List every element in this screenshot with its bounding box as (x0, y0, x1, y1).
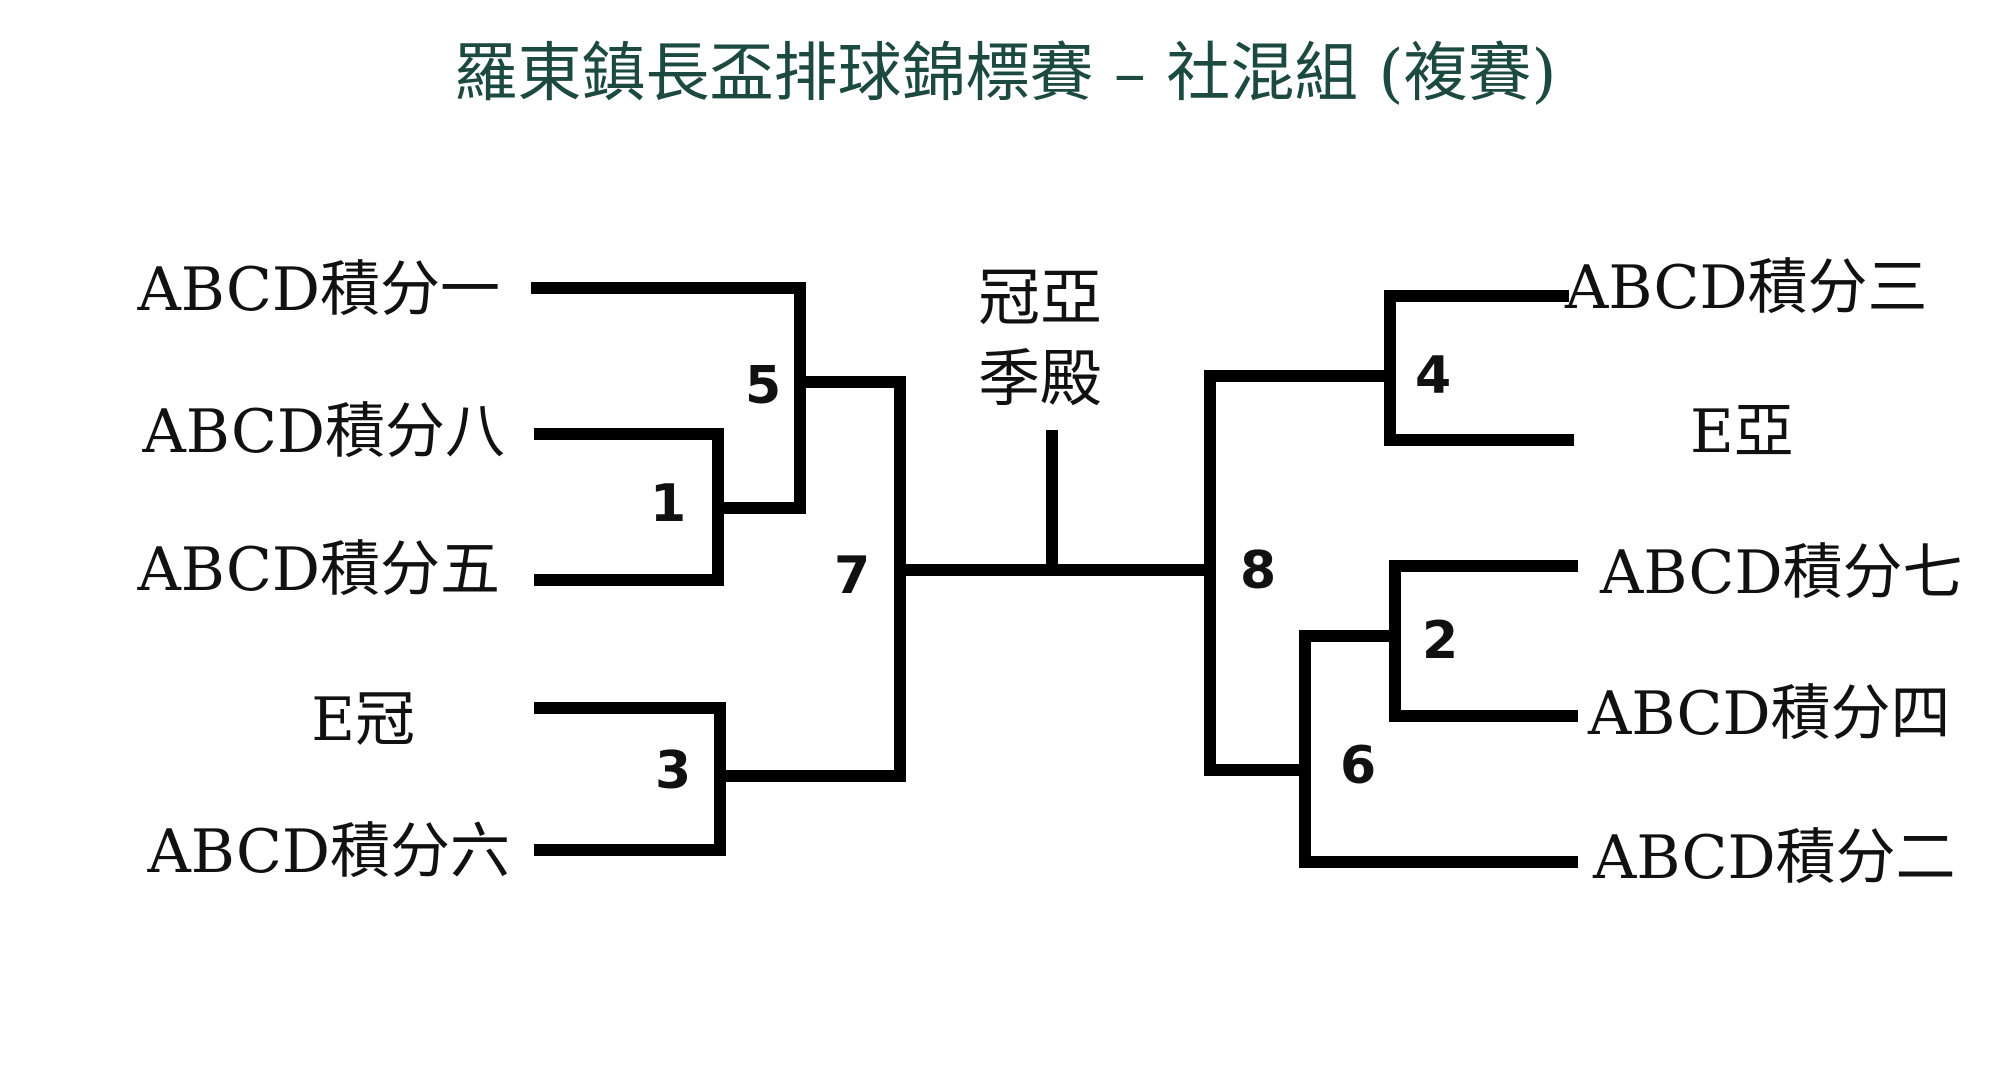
bracket-line-match-4 (1384, 290, 1574, 446)
team-label: ABCD積分二 (1593, 823, 1956, 893)
team-label: ABCD積分三 (1565, 253, 1928, 323)
team-label: ABCD積分一 (137, 255, 500, 325)
match-number-1: 1 (650, 474, 687, 534)
match-number-6: 6 (1340, 736, 1377, 796)
match-number-4: 4 (1415, 346, 1452, 406)
bracket-line-match-8 (1204, 370, 1386, 776)
team-label: ABCD積分八 (142, 397, 505, 467)
team-label: ABCD積分五 (137, 535, 500, 605)
center-label: 冠亞 季殿 (970, 258, 1110, 419)
page-title: 羅東鎮長盃排球錦標賽 – 社混組 (複賽) (453, 37, 1557, 111)
match-number-2: 2 (1422, 611, 1459, 671)
team-label: ABCD積分四 (1588, 679, 1951, 749)
team-label: E冠 (311, 685, 415, 755)
bracket-line-match-7 (714, 376, 906, 782)
bracket-line-match-5 (531, 282, 806, 514)
match-number-5: 5 (745, 356, 782, 416)
team-label: E亞 (1690, 397, 1794, 467)
match-number-3: 3 (655, 741, 692, 801)
match-number-7: 7 (834, 546, 871, 606)
final-label: 冠亞 (977, 261, 1102, 334)
bracket-line-match-6 (1299, 630, 1578, 868)
match-number-8: 8 (1240, 541, 1277, 601)
bracket-line-match-3 (534, 702, 726, 856)
bracket-line-match-1 (534, 428, 724, 586)
team-label: ABCD積分七 (1600, 538, 1963, 608)
third-place-label: 季殿 (977, 341, 1102, 415)
team-label: ABCD積分六 (147, 817, 510, 887)
